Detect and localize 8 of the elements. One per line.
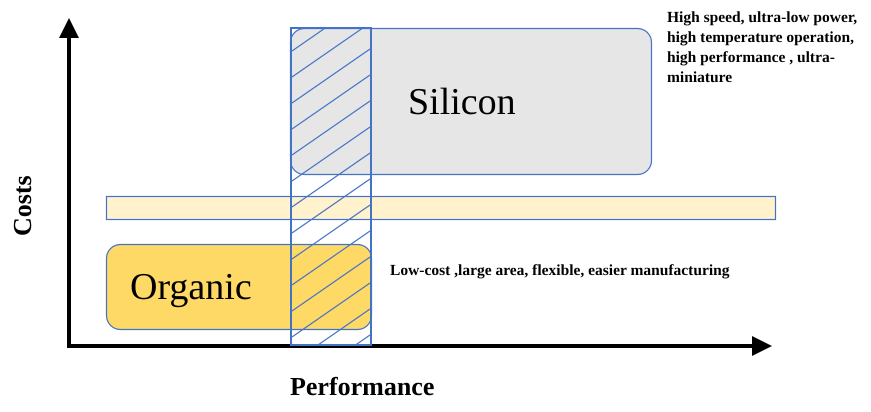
hatched-column (290, 27, 372, 346)
axis-title: Performance (290, 372, 434, 402)
description-text: High speed, ultra-low power, high temperature operation, high performance , ultra- miniature (667, 8, 858, 88)
node-label: Organic (130, 265, 252, 309)
horizontal-band (106, 196, 776, 220)
node-label: Silicon (408, 80, 516, 124)
description-text: Low-cost ,large area, flexible, easier manufacturing (390, 261, 730, 281)
axis-title: Costs (8, 175, 38, 236)
